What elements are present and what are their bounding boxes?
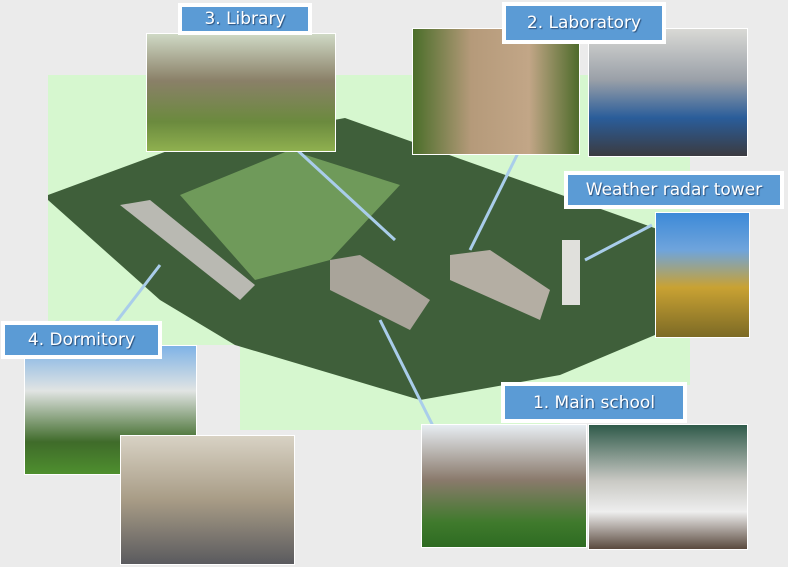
dormitory-connector: [108, 264, 162, 331]
main-school-exterior-photo: [421, 424, 587, 548]
radar-tower-photo: [655, 212, 750, 338]
laboratory-label: 2. Laboratory: [502, 2, 666, 44]
dormitory-label: 4. Dormitory: [1, 321, 162, 359]
laboratory-exterior-photo: [412, 28, 580, 155]
radar-connector: [584, 223, 653, 262]
library-label: 3. Library: [178, 3, 312, 35]
laboratory-connector: [468, 144, 524, 251]
dormitory-building: [120, 200, 255, 300]
radar-tower: [562, 240, 580, 305]
library-photo: [146, 33, 336, 152]
laboratory-classroom-photo: [588, 28, 748, 157]
dormitory-room-photo: [120, 435, 295, 565]
sports-field: [180, 150, 400, 280]
main-school-classroom-photo: [588, 424, 748, 550]
main-school-label: 1. Main school: [501, 382, 687, 423]
laboratory-building: [450, 250, 550, 320]
radar-tower-label: Weather radar tower: [564, 171, 784, 209]
main-school-building: [330, 255, 430, 330]
